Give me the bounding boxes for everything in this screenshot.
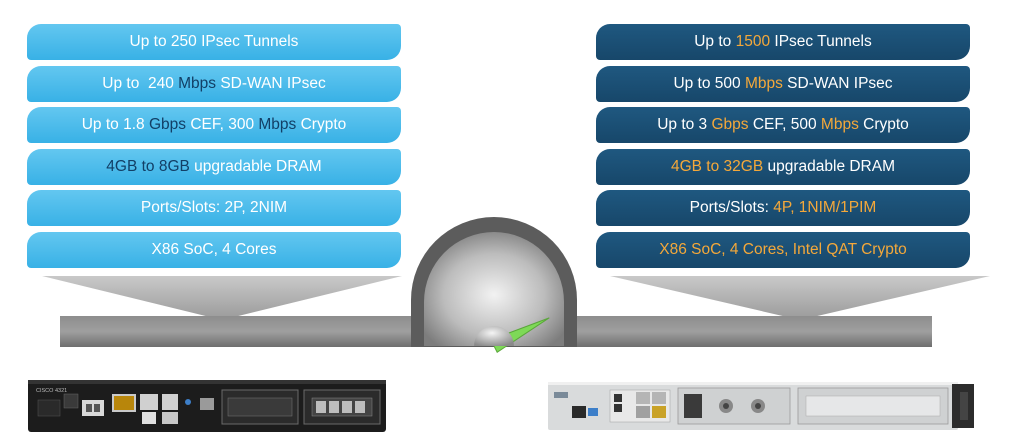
left-router-label: CISCO 4321: [36, 388, 67, 394]
right-funnel: [610, 276, 990, 320]
spec-text: Crypto: [858, 116, 909, 133]
left-spec-list: Up to 250 IPsec Tunnels Up to 240 Mbps S…: [27, 24, 401, 273]
gauge-face: [424, 232, 564, 346]
spec-text: Crypto: [296, 116, 347, 133]
spec-text: Up to 500: [673, 74, 745, 92]
spec-text: Ports/Slots: 2P, 2NIM: [140, 199, 288, 216]
spec-text: Ports/Slots:: [689, 199, 774, 216]
spec-highlight: Gbps: [711, 116, 749, 133]
right-spec-tunnels: Up to 1500 IPsec Tunnels: [596, 24, 970, 60]
spec-highlight: Mbps: [820, 116, 859, 133]
spec-highlight: Mbps: [258, 116, 297, 133]
spec-text: IPsec Tunnels: [770, 33, 872, 50]
spec-text: SD-WAN IPsec: [216, 74, 326, 92]
right-spec-throughput: Up to 3 Gbps CEF, 500 Mbps Crypto: [596, 107, 970, 143]
left-spec-dram: 4GB to 8GB upgradable DRAM: [27, 148, 401, 185]
spec-highlight: 4P, 1NIM/1PIM: [773, 199, 877, 216]
spec-text: Up to 250 IPsec Tunnels: [129, 33, 299, 50]
right-spec-ports: Ports/Slots: 4P, 1NIM/1PIM: [596, 190, 970, 226]
right-spec-list: Up to 1500 IPsec Tunnels Up to 500 Mbps …: [596, 24, 970, 273]
spec-text: Up to 240: [102, 74, 179, 92]
spec-text: upgradable DRAM: [763, 157, 896, 175]
left-spec-throughput: Up to 1.8 Gbps CEF, 300 Mbps Crypto: [27, 107, 401, 143]
spec-text: Up to 1.8: [81, 116, 149, 133]
left-spec-cpu: X86 SoC, 4 Cores: [27, 231, 401, 268]
left-router-image: CISCO 4321: [28, 380, 386, 432]
spec-text: Up to 3: [657, 116, 712, 133]
spec-highlight: Mbps: [178, 74, 217, 92]
right-router-image: [548, 382, 974, 430]
spec-highlight: 4GB to 8GB: [106, 157, 190, 175]
spec-text: SD-WAN IPsec: [782, 74, 893, 92]
left-spec-ports: Ports/Slots: 2P, 2NIM: [27, 190, 401, 226]
left-funnel: [42, 276, 402, 320]
right-spec-dram: 4GB to 32GB upgradable DRAM: [596, 148, 970, 185]
spec-text: CEF, 500: [748, 116, 821, 133]
spec-highlight: X86 SoC, 4 Cores, Intel QAT Crypto: [659, 240, 907, 258]
spec-highlight: 4GB to 32GB: [670, 157, 764, 175]
spec-highlight: Gbps: [148, 116, 187, 133]
left-spec-tunnels: Up to 250 IPsec Tunnels: [27, 24, 401, 60]
spec-highlight: 1500: [735, 33, 771, 50]
spec-text: X86 SoC, 4 Cores: [151, 240, 277, 258]
gauge-hub: [474, 326, 514, 346]
spec-text: CEF, 300: [186, 116, 259, 133]
spec-highlight: Mbps: [744, 74, 783, 92]
spec-text: upgradable DRAM: [189, 157, 322, 175]
right-spec-sdwan: Up to 500 Mbps SD-WAN IPsec: [596, 65, 970, 102]
right-spec-cpu: X86 SoC, 4 Cores, Intel QAT Crypto: [596, 231, 970, 268]
spec-text: Up to: [694, 33, 736, 50]
left-spec-sdwan: Up to 240 Mbps SD-WAN IPsec: [27, 65, 401, 102]
